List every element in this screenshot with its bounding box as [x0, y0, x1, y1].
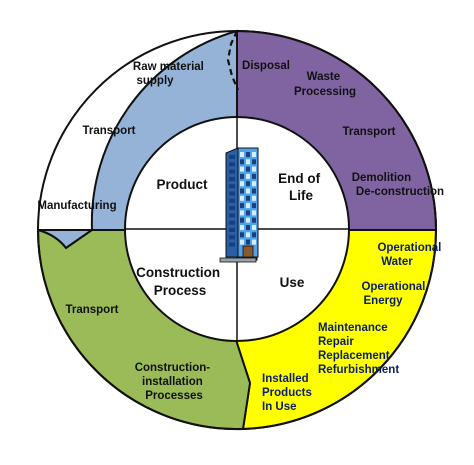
hub-product-label: Product — [156, 177, 208, 192]
building-window — [252, 181, 256, 187]
building-window — [252, 232, 256, 238]
building-window — [246, 225, 250, 230]
building-window — [229, 169, 235, 174]
building-window — [252, 173, 256, 179]
eol-transport-label: Transport — [342, 126, 395, 138]
building-window — [246, 239, 250, 245]
product-transport-label: Transport — [82, 125, 135, 137]
building-window — [246, 195, 250, 201]
hub-construction-label: Construction Process — [136, 265, 224, 298]
building-window — [240, 203, 244, 209]
building-window — [252, 239, 256, 245]
building-window — [229, 176, 235, 181]
building-window — [240, 239, 244, 245]
building-window — [240, 188, 244, 194]
building-window — [240, 173, 244, 179]
building-window — [240, 217, 244, 223]
building-window — [246, 166, 250, 172]
outer-ring-outline — [37, 30, 437, 430]
building-window — [229, 242, 235, 247]
hub-use-label: Use — [280, 275, 305, 290]
building-window — [252, 188, 256, 194]
building-window — [252, 152, 256, 157]
building-window — [246, 152, 250, 157]
construction-transport-label: Transport — [65, 304, 118, 316]
building-window — [246, 181, 250, 187]
building-window — [252, 210, 256, 216]
building-window — [252, 203, 256, 209]
building-window — [240, 166, 244, 172]
building-icon — [219, 147, 259, 263]
building-window — [240, 225, 244, 230]
building-window — [246, 203, 250, 209]
raw-material-label: Raw material supply — [133, 61, 207, 87]
hub-end-of-life-label: End of Life — [278, 171, 324, 203]
building-window — [229, 220, 235, 225]
demolition-label: Demolition De-construction — [352, 172, 444, 198]
operational-water-label: Operational Water — [377, 242, 444, 268]
building-window — [240, 210, 244, 216]
building-window — [229, 155, 235, 159]
installed-products-label: Installed Products In Use — [262, 373, 315, 413]
building-window — [240, 195, 244, 201]
installation-label: Construction- installation Processes — [135, 362, 214, 402]
building-window — [252, 159, 256, 165]
building-window — [229, 191, 235, 196]
building-window — [252, 217, 256, 223]
building-window — [229, 162, 235, 167]
building-window — [240, 159, 244, 165]
waste-processing-label: Waste Processing — [294, 71, 356, 98]
building-window — [229, 184, 235, 189]
building-window — [246, 232, 250, 238]
building-window — [229, 235, 235, 240]
building-window — [246, 173, 250, 179]
maintenance-label: Maintenance Repair Replacement Refurbish… — [318, 322, 399, 376]
building-window — [246, 210, 250, 216]
building-window — [252, 225, 256, 230]
manufacturing-label: Manufacturing — [37, 200, 116, 212]
operational-energy-label: Operational Energy — [361, 281, 428, 307]
building-window — [229, 228, 235, 232]
building-window — [240, 232, 244, 238]
disposal-label: Disposal — [242, 60, 290, 72]
building-window — [240, 152, 244, 157]
building-window — [229, 206, 235, 211]
dashed-boundary — [226, 30, 240, 91]
building-window — [246, 159, 250, 165]
building-window — [240, 181, 244, 187]
building-window — [229, 198, 235, 203]
building-window — [252, 166, 256, 172]
building-window — [252, 195, 256, 201]
building-window — [246, 217, 250, 223]
building-window — [246, 188, 250, 194]
building-window — [229, 213, 235, 218]
